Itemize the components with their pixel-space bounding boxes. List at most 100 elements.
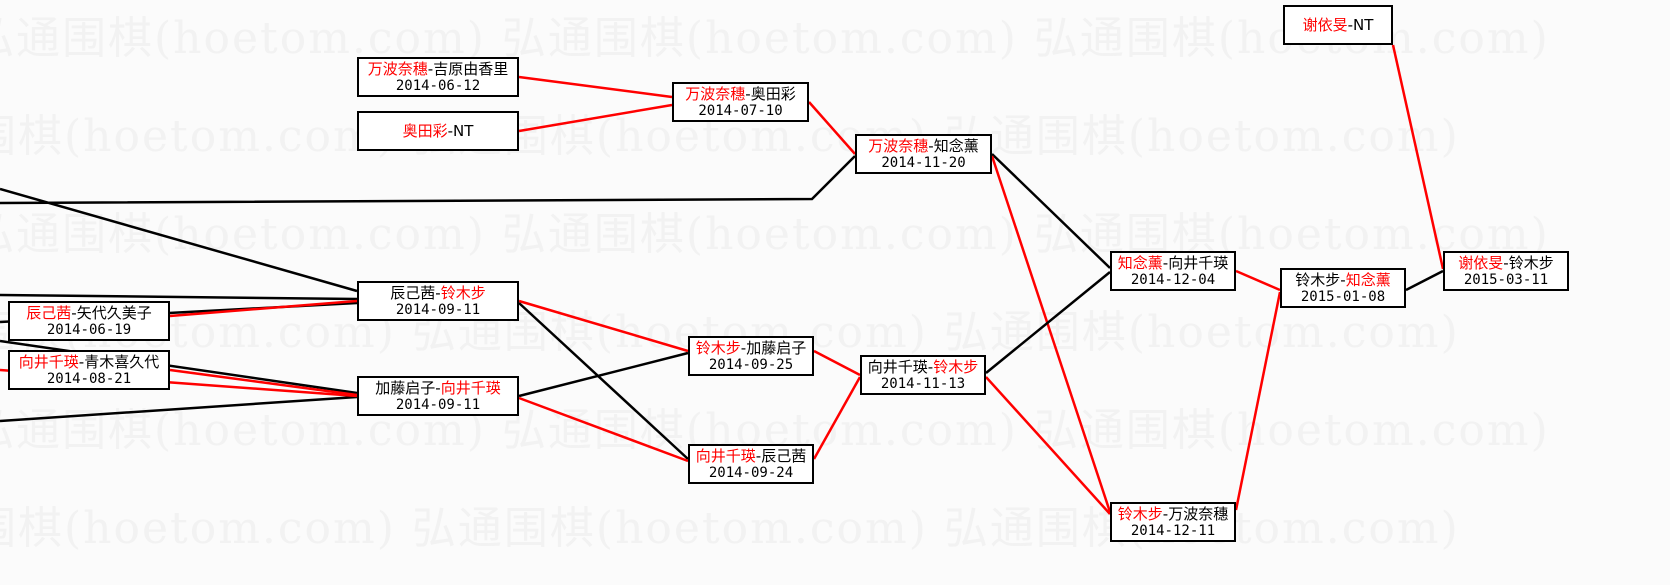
name-separator: - (745, 84, 751, 103)
name-separator: - (740, 338, 747, 357)
match-date: 2014-09-11 (395, 396, 481, 413)
match-date: 2014-09-25 (708, 356, 794, 373)
match-date: 2014-11-20 (881, 154, 966, 171)
player-name: 知念薰 (1117, 253, 1163, 272)
edge-n13-n14 (1234, 291, 1282, 511)
edge-n15-n16 (1391, 44, 1445, 270)
match-date: 2014-06-19 (46, 321, 132, 338)
name-separator: - (927, 357, 934, 376)
match-date: 2014-07-10 (698, 102, 783, 119)
player-name: 矢代久美子 (76, 303, 152, 322)
edge-n8-n9 (518, 351, 689, 398)
match-players: 辰己茜-铃木步 (390, 283, 486, 302)
name-separator: - (427, 59, 434, 78)
edge-bye-b-n7 (0, 293, 358, 301)
player-name: 铃木步 (1117, 504, 1163, 523)
edge-n11-n13 (985, 376, 1111, 515)
name-separator: - (78, 352, 85, 371)
player-name: 知念薰 (1345, 270, 1391, 289)
match-players: 谢依旻-NT (1303, 15, 1374, 34)
edge-n2-n3 (518, 103, 673, 133)
player-name: 万波奈穗 (868, 136, 929, 155)
match-date: 2014-09-24 (708, 464, 794, 481)
match-date: 2014-12-04 (1130, 271, 1216, 288)
match-date: 2014-08-21 (46, 370, 132, 387)
match-players: 奥田彩-NT (402, 121, 474, 140)
edge-n11-n12 (985, 271, 1111, 374)
match-date: 2014-11-13 (880, 375, 966, 392)
match-players: 铃木步-加藤启子 (696, 338, 807, 357)
player-name: 向井千瑛 (1168, 253, 1229, 272)
match-box[interactable]: 谢依旻-NT (1283, 5, 1393, 45)
match-date: 2015-03-11 (1463, 271, 1549, 288)
player-name: 奥田彩 (750, 84, 796, 103)
name-separator: - (447, 121, 454, 140)
player-name: 铃木步 (933, 357, 979, 376)
player-name: 铃木步 (1295, 270, 1341, 289)
player-name: 加藤启子 (375, 378, 436, 397)
player-name: 辰己茜 (26, 303, 72, 322)
edge-bye-e-n8 (0, 395, 358, 423)
name-separator: - (1503, 253, 1509, 272)
edge-n4-n13 (990, 155, 1112, 513)
edge-n7-n9 (518, 299, 689, 353)
player-name: 知念薰 (933, 136, 979, 155)
name-separator: - (1347, 15, 1354, 34)
match-date: 2014-12-11 (1130, 522, 1216, 539)
player-name: 铃木步 (440, 283, 486, 302)
player-name: NT (1353, 15, 1374, 34)
match-players: 铃木步-万波奈穗 (1117, 504, 1228, 523)
player-name: 奥田彩 (402, 121, 448, 140)
match-players: 向井千瑛-铃木步 (867, 357, 979, 376)
player-name: 青木喜久代 (84, 352, 160, 371)
match-players: 向井千瑛-辰己茜 (695, 446, 807, 465)
edge-n3-n4 (808, 101, 856, 155)
player-name: 加藤启子 (746, 338, 807, 357)
name-separator: - (1162, 253, 1169, 272)
match-players: 铃木步-知念薰 (1295, 270, 1391, 289)
match-box[interactable]: 奥田彩-NT (357, 111, 519, 151)
match-players: 向井千瑛-青木喜久代 (19, 352, 160, 371)
match-players: 辰己茜-矢代久美子 (26, 303, 152, 322)
match-players: 万波奈穗-奥田彩 (685, 84, 796, 103)
player-name: 辰己茜 (761, 446, 807, 465)
match-date: 2014-09-11 (395, 301, 481, 318)
match-players: 万波奈穗-知念薰 (868, 136, 979, 155)
player-name: 向井千瑛 (867, 357, 928, 376)
player-name: 铃木步 (1508, 253, 1554, 272)
edge-n6-n8 (169, 368, 358, 397)
player-name: 谢依旻 (1458, 253, 1504, 272)
player-name: 向井千瑛 (695, 446, 756, 465)
edge-n5-n7 (169, 299, 358, 318)
edge-n14-n16 (1405, 269, 1444, 292)
player-name: 吉原由香里 (433, 59, 509, 78)
name-separator: - (928, 136, 934, 155)
edge-bye-n4 (0, 155, 856, 205)
edge-n8-n10 (518, 396, 689, 463)
name-separator: - (435, 378, 441, 397)
match-players: 万波奈穗-吉原由香里 (368, 59, 509, 78)
name-separator: - (435, 283, 441, 302)
edge-n10-n11 (812, 376, 862, 460)
edge-bye-d-n8 (0, 339, 358, 395)
player-name: NT (453, 121, 474, 140)
name-separator: - (755, 446, 762, 465)
edge-n9-n11 (813, 349, 861, 377)
edge-n12-n14 (1235, 269, 1281, 292)
player-name: 向井千瑛 (440, 378, 501, 397)
